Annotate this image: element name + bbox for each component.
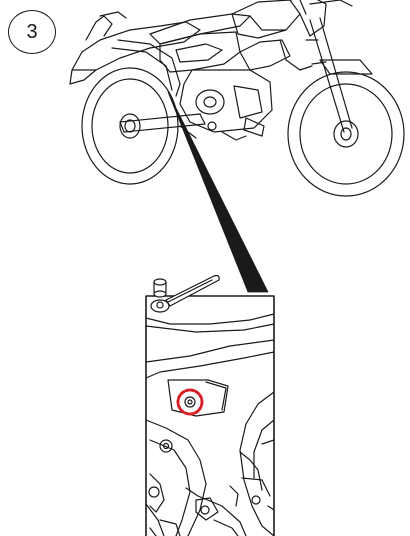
detail-inset <box>146 296 274 536</box>
fuel-tank <box>232 0 300 38</box>
bolt-highlight <box>178 390 202 414</box>
engine <box>180 70 272 136</box>
handlebar <box>310 0 352 6</box>
rear-fender <box>72 22 200 70</box>
front-fork <box>310 18 352 132</box>
leader-line <box>168 92 268 292</box>
seat <box>150 14 250 44</box>
front-wheel <box>288 72 404 196</box>
ratchet-wrench-icon <box>151 276 219 313</box>
rear-wheel <box>82 68 178 184</box>
motorcycle-illustration <box>70 0 404 196</box>
side-panel <box>160 32 240 72</box>
frame-bolt <box>185 397 195 407</box>
